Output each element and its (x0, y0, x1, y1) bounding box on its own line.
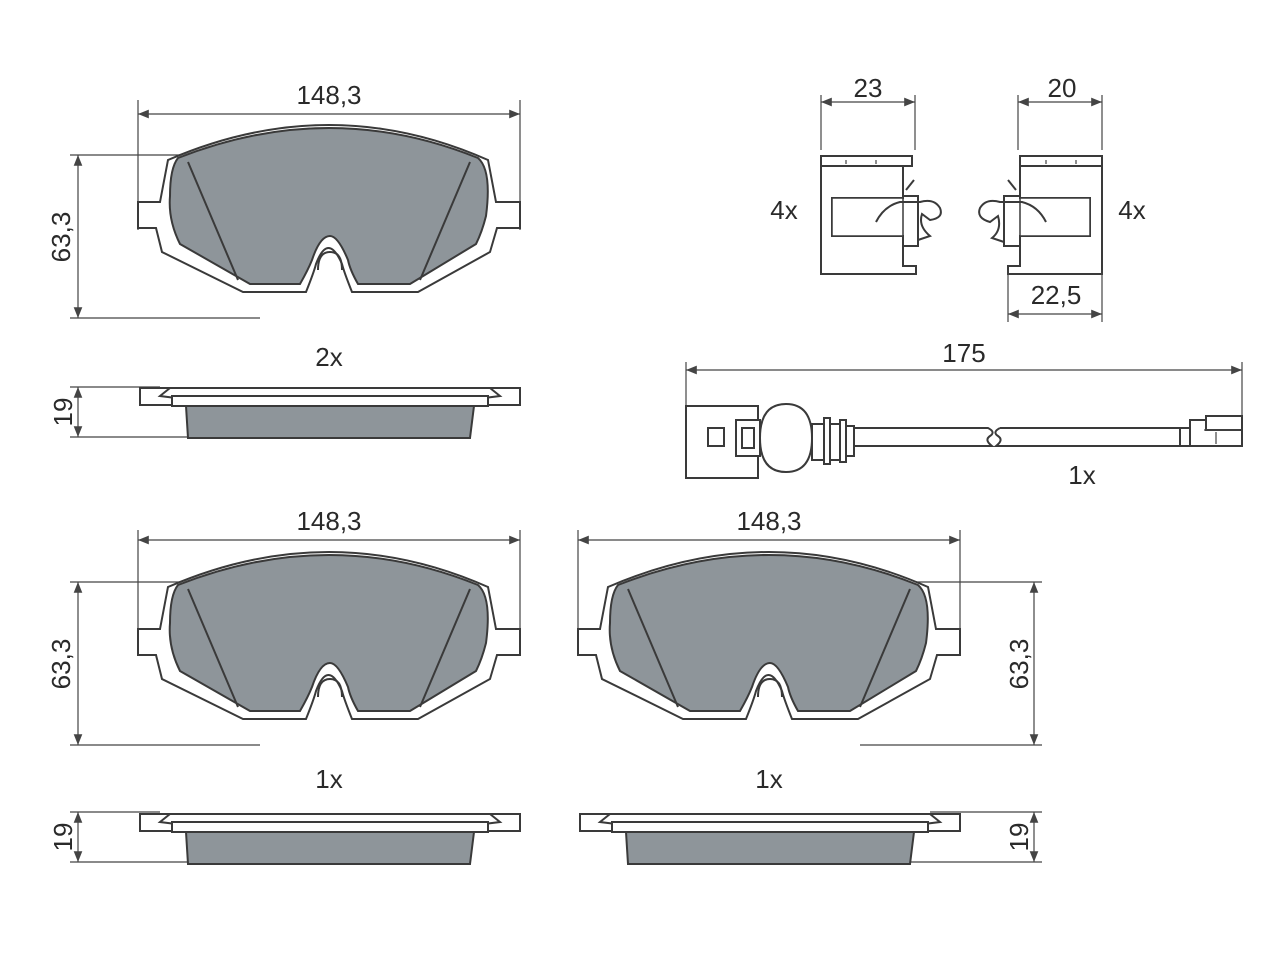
clip-b-depth-label: 22,5 (1031, 280, 1082, 310)
clip-a-drawing (820, 95, 942, 275)
bottom-right-pad-width-label: 148,3 (736, 506, 801, 536)
bottom-right-pad-thickness-label: 19 (1004, 823, 1034, 852)
bottom-right-pad-height-label: 63,3 (1004, 639, 1034, 690)
sensor-length-label: 175 (942, 338, 985, 368)
bottom-left-pad-height-label: 63,3 (46, 639, 76, 690)
bottom-right-pad-front-view (577, 530, 1042, 746)
top-pad-width-label: 148,3 (296, 80, 361, 110)
bottom-right-pad-quantity: 1x (755, 764, 782, 794)
sensor-quantity: 1x (1068, 460, 1095, 490)
clip-b-drawing (978, 95, 1103, 322)
bottom-left-pad-quantity: 1x (315, 764, 342, 794)
bottom-left-pad-thickness-label: 19 (48, 823, 78, 852)
top-pad-front-view (70, 100, 521, 319)
top-pad-side-view (70, 386, 521, 439)
bottom-left-pad-front-view (70, 530, 521, 746)
bottom-left-pad-width-label: 148,3 (296, 506, 361, 536)
top-pad-quantity: 2x (315, 342, 342, 372)
clip-a-width-label: 23 (854, 73, 883, 103)
top-pad-thickness-label: 19 (48, 398, 78, 427)
bottom-right-pad-side-view (579, 811, 1042, 865)
wear-sensor-drawing (685, 362, 1243, 479)
clip-a-quantity: 4x (770, 195, 797, 225)
clip-b-quantity: 4x (1118, 195, 1145, 225)
top-pad-height-label: 63,3 (46, 212, 76, 263)
clip-b-width-label: 20 (1048, 73, 1077, 103)
bottom-left-pad-side-view (70, 811, 521, 865)
